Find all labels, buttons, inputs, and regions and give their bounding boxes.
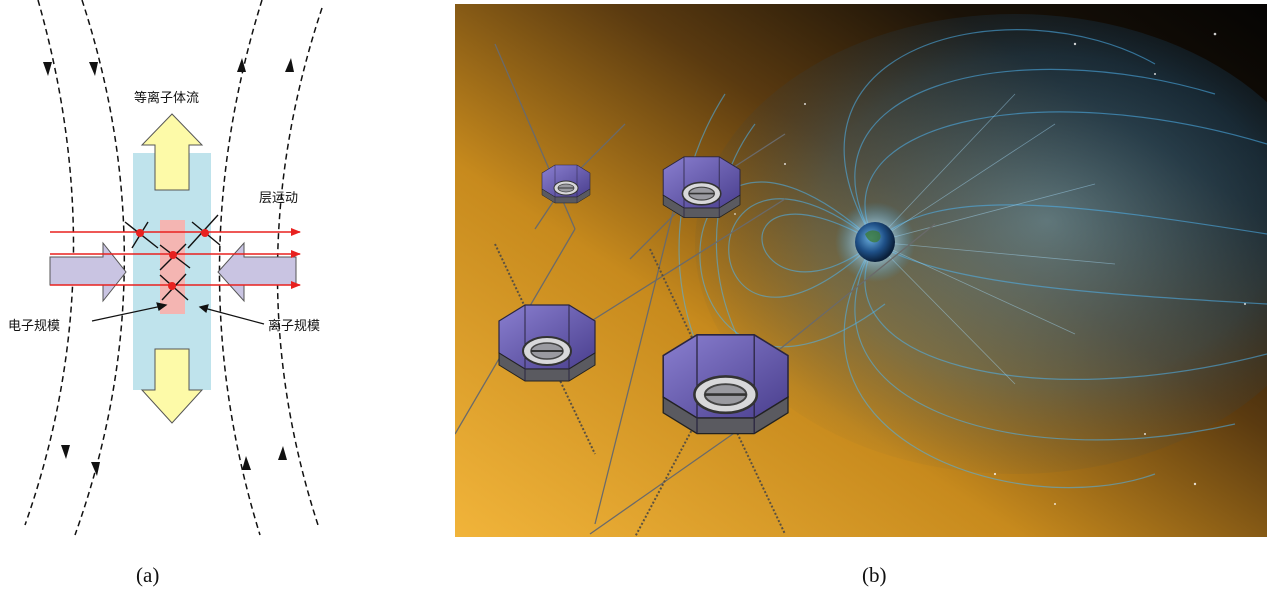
field-direction-arrows [43,58,294,476]
spacecraft-4 [661,333,790,435]
right-inflow-arrow [217,241,297,303]
ion-scale-label: 离子规模 [268,318,320,334]
spacecraft-3 [498,304,596,382]
downward-outflow-arrow [140,348,204,424]
left-inflow-arrow [49,241,127,303]
plasma-flow-label: 等离子体流 [134,90,199,106]
spacecraft-2 [662,156,741,219]
caption-b: (b) [862,563,887,587]
stars [734,32,1246,505]
upward-outflow-arrow [140,113,204,191]
magnetosphere-glow [695,14,1267,474]
electron-scale-label: 电子规模 [8,319,60,334]
null-points [136,229,209,290]
reconnection-diagram: 等离子体流 层运动 电子规模 离子规模 [8,0,323,536]
caption-a: (a) [136,563,160,587]
layer-motion-label: 层运动 [259,191,298,206]
label-pointers [91,302,265,325]
mms-spacecraft-illustration [455,4,1267,537]
spacecraft-1 [541,164,591,204]
